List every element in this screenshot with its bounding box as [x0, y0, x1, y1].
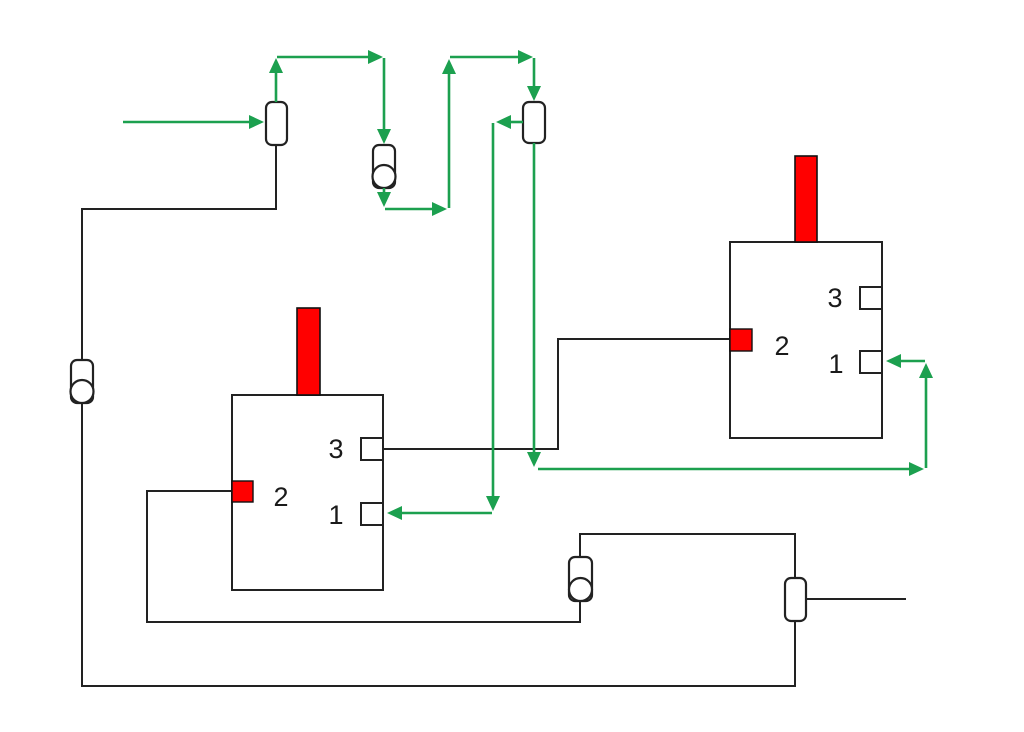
furnace-left-port-label-2: 2: [273, 482, 288, 512]
furnace-right-port-3: [859, 286, 883, 310]
flow-arrowhead-icon-15: [919, 363, 933, 378]
furnace-left-port-3: [360, 437, 384, 461]
furnace-left-port-1: [360, 502, 384, 526]
flow-arrowhead-icon-9: [527, 86, 541, 101]
furnace-right-stack: [794, 155, 818, 243]
furnace-right-port-label-3: 3: [827, 283, 842, 313]
flow-arrowhead-icon-7: [442, 59, 456, 74]
inline-valve-top-right: [521, 100, 547, 145]
inline-valve-top-left: [264, 100, 289, 147]
flow-arrowhead-icon-6: [432, 202, 447, 216]
furnace-right-port-label-1: 1: [828, 349, 843, 379]
pipe-port3-to-right-port2: [384, 338, 730, 450]
actuated-valve-top-middle-actuator-circle-icon: [371, 163, 397, 190]
flow-arrowhead-icon-10: [496, 115, 511, 129]
pipe-middle-valve-to-port2: [146, 490, 581, 623]
furnace-left: [231, 394, 384, 591]
flow-arrowhead-icon-1: [249, 115, 264, 129]
pipe-left-valve-bottom-loop: [81, 403, 796, 687]
flow-arrowhead-icon-16: [886, 354, 901, 368]
furnace-right-port-2: [729, 328, 753, 352]
flow-arrowhead-icon-4: [377, 129, 391, 144]
pipe-valve1-to-left-valve: [81, 145, 277, 360]
furnace-left-stack: [296, 307, 321, 396]
flow-arrowhead-icon-8: [518, 50, 533, 64]
flow-arrowhead-icon-11: [486, 496, 500, 511]
flow-arrowhead-icon-12: [387, 506, 402, 520]
furnace-left-port-label-3: 3: [328, 434, 343, 464]
furnace-right-port-1: [859, 350, 883, 374]
flow-arrowhead-icon-14: [909, 462, 924, 476]
flow-arrowhead-icon-2: [269, 58, 283, 73]
actuated-valve-left-actuator-circle-icon: [69, 378, 95, 405]
flow-arrowhead-icon-5: [377, 192, 391, 207]
furnace-right: [729, 241, 883, 439]
actuated-valve-bottom-middle-actuator-circle-icon: [567, 576, 594, 603]
flow-arrowhead-icon-13: [527, 452, 541, 467]
pipe-bottom-right-to-middle: [579, 533, 796, 578]
furnace-right-port-label-2: 2: [774, 331, 789, 361]
flow-arrowhead-icon-3: [368, 50, 383, 64]
furnace-left-port-label-1: 1: [328, 500, 343, 530]
furnace-left-port-2: [231, 480, 254, 503]
inline-valve-bottom-right: [783, 576, 808, 623]
